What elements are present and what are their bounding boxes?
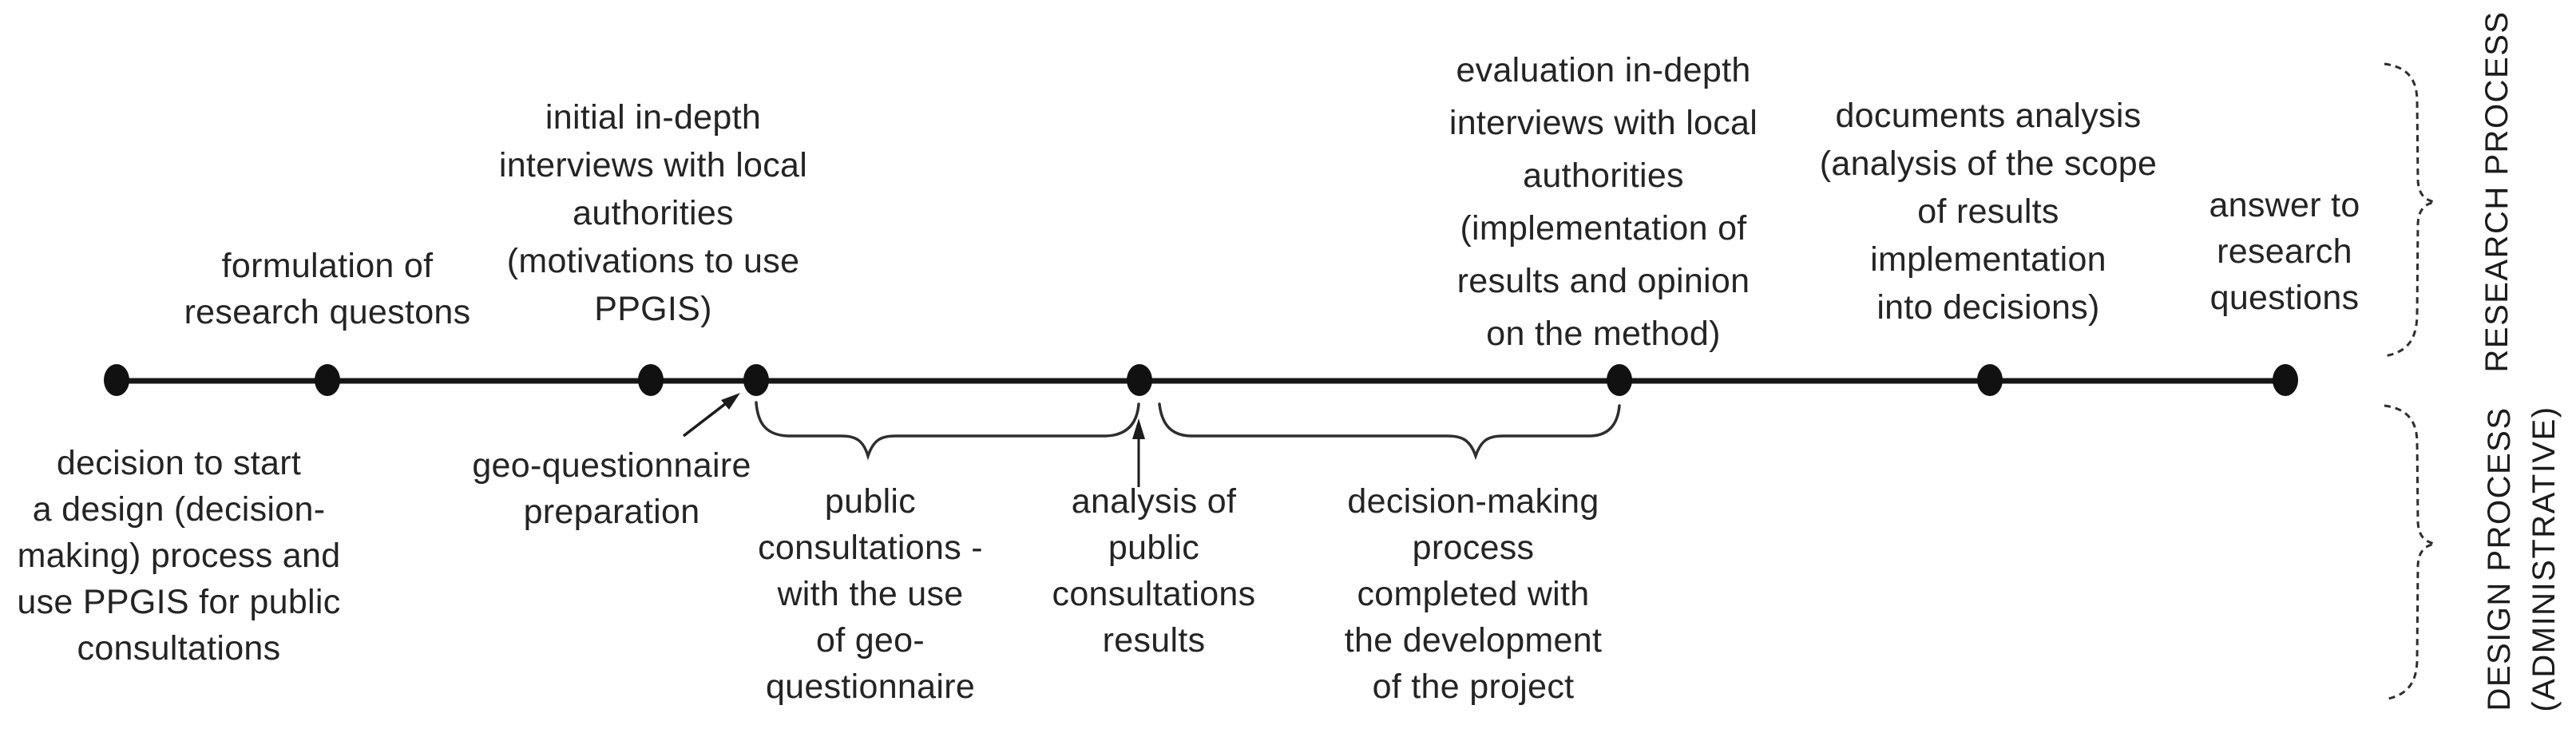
arrow-head-analysis: [1132, 418, 1145, 439]
underbrace-public-consultations: [755, 401, 1140, 461]
underbrace-decision-making: [1158, 402, 1621, 461]
timeline-dot: [315, 364, 340, 396]
event-label-decision-making-process: decision-making process completed with t…: [1344, 482, 1603, 706]
event-label-answer: answer to research questions: [2209, 186, 2360, 317]
timeline-dot: [638, 364, 664, 396]
research-process-brace: [2384, 62, 2435, 358]
event-label-evaluation-interviews: evaluation in-depth interviews with loca…: [1449, 51, 1758, 353]
event-label-formulation: formulation of research questons: [184, 247, 471, 331]
event-label-public-consultations: public consultations - with the use of g…: [758, 482, 983, 706]
timeline-dot: [1977, 364, 2003, 396]
arrow-shaft-geo-questionnaire: [682, 402, 727, 438]
design-process-brace: [2384, 404, 2435, 701]
timeline-dot: [1607, 364, 1632, 396]
timeline-dot: [743, 364, 769, 396]
timeline-dot: [1127, 364, 1152, 396]
timeline-dot: [2273, 364, 2298, 396]
event-label-analysis-of-results: analysis of public consultations results: [1052, 482, 1256, 660]
event-label-initial-interviews: initial in-depth interviews with local a…: [498, 98, 808, 328]
event-label-geo-questionnaire-preparation: geo-questionnaire preparation: [472, 446, 751, 531]
event-label-documents-analysis: documents analysis (analysis of the scop…: [1819, 97, 2158, 327]
timeline-dot: [104, 364, 129, 396]
design-process-band-label: DESIGN PROCESS (ADMINISTRATIVE): [2482, 406, 2562, 712]
research-process-band-label: RESEARCH PROCESS: [2479, 10, 2515, 373]
arrow-head-geo-questionnaire: [721, 393, 740, 410]
event-label-decision-to-start: decision to start a design (decision- ma…: [17, 444, 341, 668]
